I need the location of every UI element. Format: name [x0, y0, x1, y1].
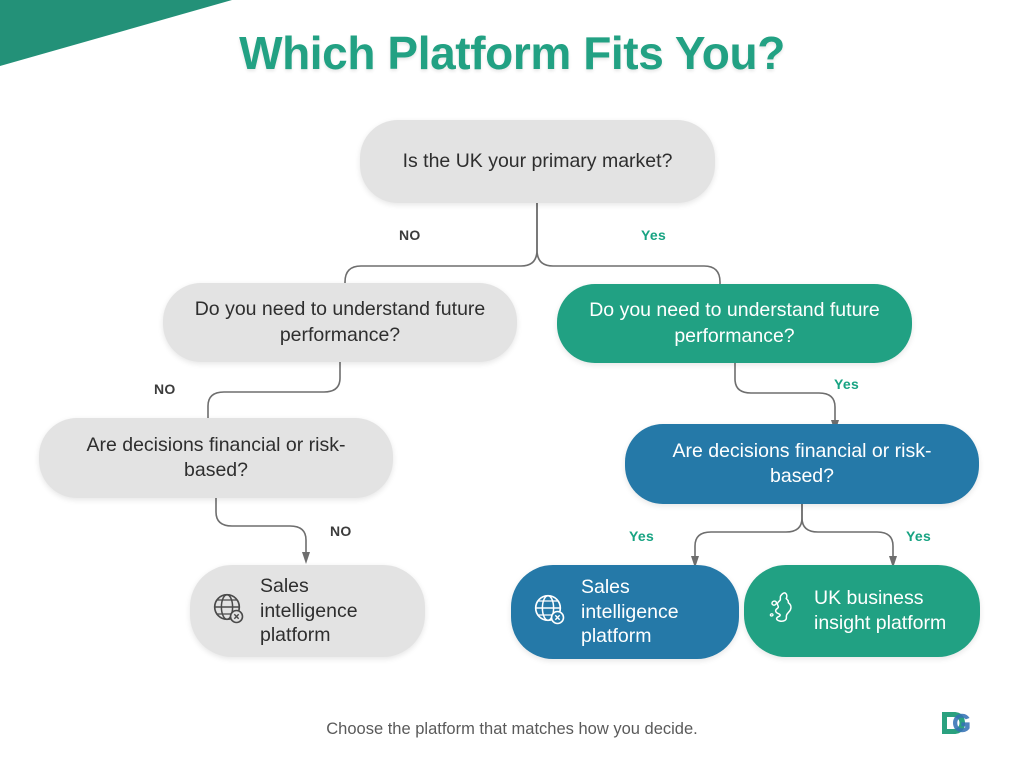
node-root-question[interactable]: Is the UK your primary market?: [360, 120, 715, 203]
footer-note: Choose the platform that matches how you…: [326, 720, 698, 738]
branch-label-root-yes: Yes: [641, 227, 667, 243]
globe-icon: [533, 593, 567, 632]
node-left-future-performance[interactable]: Do you need to understand future perform…: [163, 283, 517, 362]
globe-icon: [212, 592, 246, 631]
dg-logo: [938, 706, 974, 740]
node-right-decisions-financial-label: Are decisions financial or risk-based?: [672, 439, 932, 487]
node-right-future-performance-label: Do you need to understand future perform…: [589, 299, 880, 347]
node-left-decisions-financial[interactable]: Are decisions financial or risk-based?: [39, 418, 393, 498]
outcome-right-label: UK business insight platform: [814, 587, 947, 634]
node-right-future-performance[interactable]: Do you need to understand future perform…: [557, 284, 912, 363]
page-title: Which Platform Fits You?: [239, 27, 785, 79]
node-right-decisions-financial[interactable]: Are decisions financial or risk-based?: [625, 424, 979, 504]
outcome-left-label: Sales intelligence platform: [260, 575, 358, 647]
uk-map-icon: [766, 590, 800, 633]
branch-label-root-no: NO: [399, 227, 421, 243]
node-root-label: Is the UK your primary market?: [402, 149, 673, 172]
node-left-decisions-financial-label: Are decisions financial or risk-based?: [86, 433, 346, 481]
node-left-future-performance-label: Do you need to understand future perform…: [194, 298, 486, 346]
branch-label-right-l3-yes-left: Yes: [629, 528, 655, 544]
outcome-left-sales-intelligence[interactable]: Sales intelligence platform: [190, 565, 425, 657]
branch-label-left-l2-no: NO: [154, 381, 176, 397]
branch-label-right-l2-yes: Yes: [834, 376, 860, 392]
branch-label-left-l3-no: NO: [330, 523, 352, 539]
outcome-right-uk-business-insight[interactable]: UK business insight platform: [744, 565, 980, 657]
branch-label-right-l3-yes-right: Yes: [906, 528, 932, 544]
outcome-middle-sales-intelligence[interactable]: Sales intelligence platform: [511, 565, 739, 659]
outcome-middle-label: Sales intelligence platform: [581, 576, 679, 648]
